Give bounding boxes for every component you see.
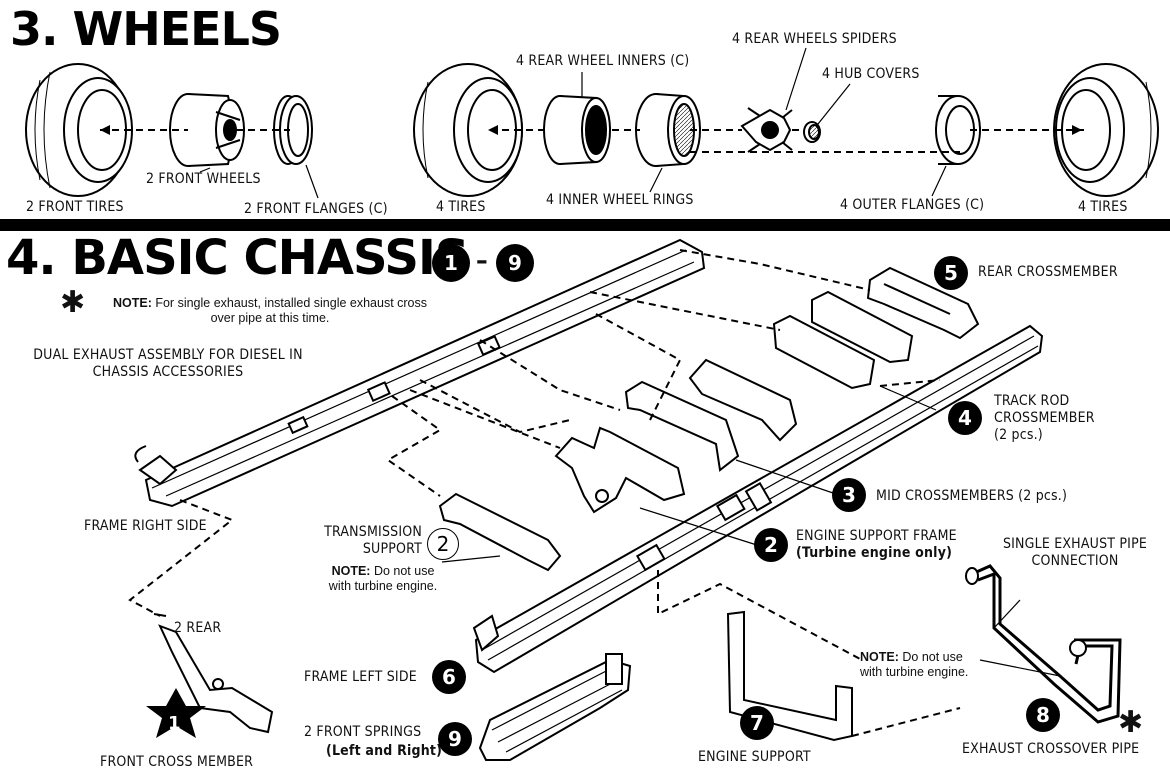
label-rear-wheel-inners: 4 REAR WHEEL INNERS (C): [516, 53, 690, 69]
label-rear-crossmember: REAR CROSSMEMBER: [978, 264, 1118, 280]
section-divider: [0, 219, 1170, 231]
step-2-badge: 2: [754, 528, 788, 562]
label-front-wheels: 2 FRONT WHEELS: [146, 171, 261, 187]
rear-tire-right-drawing: [1053, 63, 1159, 197]
note-single-exhaust: NOTE: For single exhaust, installed sing…: [112, 296, 428, 325]
label-engine-support: ENGINE SUPPORT: [698, 749, 811, 765]
step-range-start-badge: 1: [432, 244, 470, 282]
label-front-springs: 2 FRONT SPRINGS: [304, 724, 422, 740]
label-front-flanges: 2 FRONT FLANGES (C): [244, 201, 388, 217]
transmission-support-drawing: [438, 492, 562, 572]
step-9-badge: 9: [438, 722, 472, 756]
assembly-lines-rear: [490, 129, 1084, 153]
label-frame-right-side: FRAME RIGHT SIDE: [84, 518, 207, 534]
spider-drawing: [740, 107, 793, 153]
frame-left-side-drawing: [472, 324, 1044, 674]
front-springs-drawing: [478, 653, 632, 761]
label-hub-covers: 4 HUB COVERS: [822, 66, 920, 82]
step-3-badge: 3: [832, 478, 866, 512]
wheels-section-title: 3. WHEELS: [10, 2, 282, 56]
step-4-badge: 4: [948, 401, 982, 435]
step-range-end-badge: 9: [496, 244, 534, 282]
step-6-badge: 6: [432, 660, 466, 694]
label-transmission-support: TRANSMISSION SUPPORT: [324, 524, 422, 557]
step-7-badge: 7: [740, 706, 774, 740]
asterisk-icon-exhaust: ✱: [1118, 706, 1144, 739]
label-tires-left: 4 TIRES: [436, 199, 486, 215]
outer-flange-drawing: [935, 95, 981, 165]
rear-tire-left-drawing: [413, 63, 523, 197]
hub-cover-drawing: [803, 121, 821, 143]
rear-crossmember-drawing: [866, 266, 980, 340]
label-single-exhaust: SINGLE EXHAUST PIPE CONNECTION: [1002, 536, 1148, 569]
asterisk-icon: ✱: [60, 286, 86, 319]
inner-wheel-ring-drawing: [635, 93, 701, 167]
step-8-badge: 8: [1026, 698, 1060, 732]
frame-right-side-drawing: [134, 238, 706, 508]
front-tire-drawing: [25, 63, 133, 197]
front-flange-drawing: [273, 95, 313, 165]
label-mid-crossmembers: MID CROSSMEMBERS (2 pcs.): [876, 488, 1068, 504]
label-engine-support-frame: ENGINE SUPPORT FRAME: [796, 528, 957, 544]
note-turbine-transmission: NOTE: Do not use with turbine engine.: [328, 564, 438, 593]
label-two-rear: 2 REAR: [174, 620, 222, 636]
step-range-dash: –: [476, 246, 488, 276]
label-outer-flanges: 4 OUTER FLANGES (C): [840, 197, 985, 213]
mid-crossmember-drawing: [624, 358, 798, 472]
label-front-cross-member: FRONT CROSS MEMBER: [100, 754, 254, 770]
assembly-lines-chassis: [128, 249, 961, 737]
front-wheel-drawing: [169, 93, 245, 167]
label-rear-wheels-spiders: 4 REAR WHEELS SPIDERS: [732, 31, 897, 47]
step-5-badge: 5: [934, 256, 968, 290]
label-track-rod-crossmember: TRACK ROD CROSSMEMBER (2 pcs.): [994, 393, 1095, 443]
label-inner-wheel-rings: 4 INNER WHEEL RINGS: [546, 192, 694, 208]
label-exhaust-crossover: EXHAUST CROSSOVER PIPE: [962, 741, 1140, 757]
track-rod-crossmember-drawing: [772, 290, 914, 390]
label-front-tires: 2 FRONT TIRES: [26, 199, 124, 215]
label-dual-exhaust: DUAL EXHAUST ASSEMBLY FOR DIESEL IN CHAS…: [33, 347, 303, 380]
engine-support-frame-drawing: [554, 426, 686, 514]
step-2b-badge: 2: [427, 528, 459, 560]
label-left-and-right: (Left and Right): [326, 743, 443, 759]
label-frame-left-side: FRAME LEFT SIDE: [304, 669, 417, 685]
exhaust-crossover-drawing: [965, 564, 1122, 724]
label-tires-right: 4 TIRES: [1078, 199, 1128, 215]
chassis-section-title: 4. BASIC CHASSIS: [6, 230, 469, 286]
note-turbine-exhaust: NOTE: Do not use with turbine engine.: [860, 650, 969, 679]
label-turbine-only: (Turbine engine only): [796, 545, 953, 561]
step-1-number: 1: [168, 713, 181, 734]
